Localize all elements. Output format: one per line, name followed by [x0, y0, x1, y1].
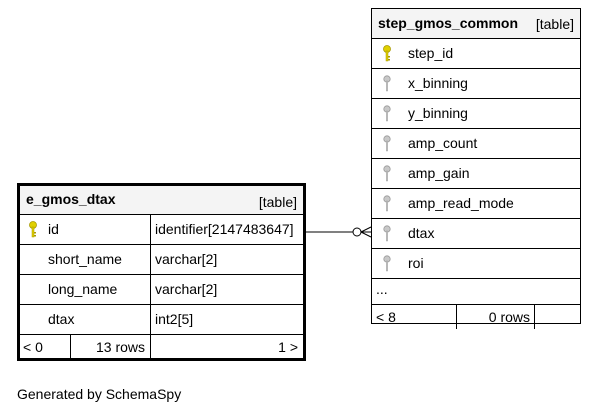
row-count: 0 rows [488, 309, 530, 325]
column-row[interactable]: long_name varchar[2] [20, 275, 303, 305]
column-type: identifier[2147483647] [155, 221, 294, 237]
footer-divider [70, 335, 71, 359]
column-divider [150, 215, 151, 244]
row-count: 13 rows [96, 339, 146, 355]
column-name[interactable]: amp_gain [408, 165, 470, 181]
column-name[interactable]: id [48, 221, 59, 237]
column-icon [383, 195, 391, 212]
table-name[interactable]: e_gmos_dtax [26, 191, 116, 207]
column-icon [383, 135, 391, 152]
column-name[interactable]: short_name [48, 251, 122, 267]
column-name[interactable]: long_name [48, 281, 118, 297]
table-header: e_gmos_dtax [table] [20, 186, 303, 215]
footer-divider [456, 305, 457, 329]
column-row[interactable]: dtax int2[5] [20, 305, 303, 335]
table-footer: < 0 13 rows 1 > [20, 335, 303, 359]
more-columns-row: ... [372, 279, 580, 305]
column-name[interactable]: step_id [408, 45, 454, 61]
primary-key-icon [29, 221, 37, 238]
column-type: varchar[2] [155, 251, 218, 267]
column-divider [150, 305, 151, 334]
table-name[interactable]: step_gmos_common [378, 15, 519, 31]
column-name[interactable]: y_binning [408, 105, 468, 121]
table-kind: [table] [535, 16, 574, 32]
column-type: int2[5] [155, 311, 194, 327]
footer-divider [534, 305, 535, 329]
column-row[interactable]: id identifier[2147483647] [20, 215, 303, 245]
column-row[interactable]: y_binning [372, 99, 580, 129]
column-row[interactable]: amp_count [372, 129, 580, 159]
column-name[interactable]: roi [408, 255, 424, 271]
column-row[interactable]: amp_read_mode [372, 189, 580, 219]
column-name[interactable]: amp_count [408, 135, 478, 151]
column-icon [383, 255, 391, 272]
column-name[interactable]: dtax [408, 225, 435, 241]
column-row[interactable]: x_binning [372, 69, 580, 99]
column-icon [383, 105, 391, 122]
column-name[interactable]: dtax [48, 311, 75, 327]
table-header: step_gmos_common [table] [372, 9, 580, 39]
ellipsis: ... [376, 281, 388, 297]
zero-or-many-circle [352, 227, 362, 237]
column-row[interactable]: roi [372, 249, 580, 279]
column-name[interactable]: amp_read_mode [408, 195, 514, 211]
column-icon [383, 225, 391, 242]
table-kind: [table] [258, 194, 297, 210]
crowfoot-upper [360, 226, 372, 233]
generated-by-label: Generated by SchemaSpy [17, 386, 182, 402]
parents-link[interactable]: < 8 [376, 309, 396, 325]
column-icon [383, 165, 391, 182]
column-row[interactable]: step_id [372, 39, 580, 69]
column-row[interactable]: amp_gain [372, 159, 580, 189]
column-divider [150, 245, 151, 274]
footer-divider [150, 335, 151, 359]
column-divider [150, 275, 151, 304]
column-row[interactable]: dtax [372, 219, 580, 249]
parents-link[interactable]: < 0 [23, 339, 43, 355]
column-name[interactable]: x_binning [408, 75, 468, 91]
children-link[interactable]: 1 > [278, 339, 298, 355]
table-e-gmos-dtax[interactable]: e_gmos_dtax [table] id identifier[214748… [17, 183, 306, 361]
column-type: varchar[2] [155, 281, 218, 297]
table-step-gmos-common[interactable]: step_gmos_common [table] step_id x_binni… [371, 8, 581, 329]
table-footer: < 8 0 rows [372, 305, 580, 329]
crowfoot-lower [360, 231, 372, 238]
column-row[interactable]: short_name varchar[2] [20, 245, 303, 275]
column-icon [383, 75, 391, 92]
primary-key-icon [383, 45, 391, 62]
